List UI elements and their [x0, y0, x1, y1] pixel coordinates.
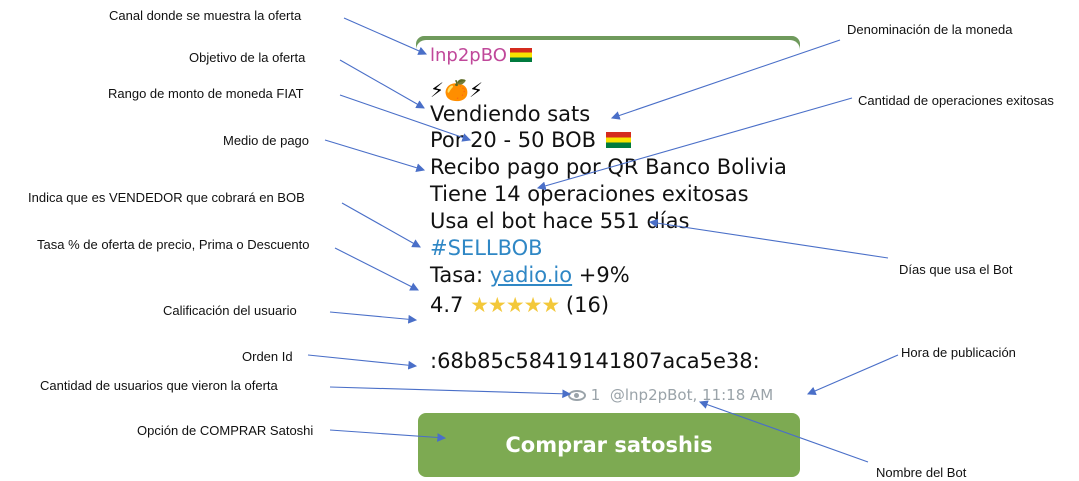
arrow-payment [324, 139, 426, 172]
offer-type: Vendiendo sats [430, 102, 591, 126]
arrow-bot [698, 400, 869, 463]
arrow-time [806, 354, 899, 395]
arrow-range [339, 94, 472, 142]
annotation-channel: Canal donde se muestra la oferta [109, 8, 302, 23]
channel-name[interactable]: lnp2pBO [430, 44, 532, 68]
annotation-views: Cantidad de usuarios que vieron la ofert… [40, 378, 278, 393]
annotation-order: Orden Id [242, 349, 293, 364]
bolivia-flag-icon [509, 48, 532, 62]
annotation-ops: Cantidad de operaciones exitosas [858, 93, 1054, 108]
bot-and-time: @lnp2pBot, 11:18 AM [609, 386, 774, 404]
bolivia-flag-icon [605, 132, 631, 148]
successful-operations: Tiene 14 operaciones exitosas [430, 182, 749, 206]
rate-link[interactable]: yadio.io [489, 263, 573, 287]
annotation-payment: Medio de pago [223, 133, 310, 148]
annotation-days: Días que usa el Bot [899, 262, 1013, 277]
star-icons: ★★★★★ [470, 293, 560, 317]
bot-usage-days: Usa el bot hace 551 días [430, 209, 690, 233]
buy-satoshis-button[interactable]: Comprar satoshis [418, 413, 800, 477]
arrow-seller [341, 202, 421, 248]
rating-value: 4.7 [430, 293, 464, 317]
rating-count: (16) [565, 293, 610, 317]
order-id: :68b85c58419141807aca5e38: [430, 349, 760, 373]
view-count: 1 [590, 386, 601, 404]
arrow-days [648, 218, 889, 259]
message-bubble [416, 40, 800, 409]
hashtag-link[interactable]: #SELLBOB [430, 236, 543, 260]
amount-text: Por 20 - 50 BOB [430, 128, 597, 152]
arrow-ops [536, 97, 853, 191]
arrow-buy [329, 429, 447, 442]
emoji-row: ⚡🍊⚡ [430, 78, 483, 102]
arrow-rate [334, 247, 419, 291]
amount-line: Por 20 - 50 BOB [430, 127, 631, 153]
message-meta: 1 @lnp2pBot, 11:18 AM [568, 386, 773, 404]
rate-line: Tasa: yadio.io +9% [430, 262, 630, 288]
arrow-channel [343, 17, 428, 55]
annotation-range: Rango de monto de moneda FIAT [108, 86, 304, 101]
payment-method: Recibo pago por QR Banco Bolivia [430, 155, 787, 179]
arrow-rating [329, 311, 418, 324]
annotation-currency: Denominación de la moneda [847, 22, 1013, 37]
arrow-currency [610, 39, 841, 120]
arrow-views [329, 386, 572, 399]
annotation-seller: Indica que es VENDEDOR que cobrará en BO… [28, 190, 305, 205]
annotation-objective: Objetivo de la oferta [189, 50, 306, 65]
rating-line: 4.7 ★★★★★ (16) [430, 292, 609, 318]
arrow-objective [339, 59, 425, 109]
rate-value: +9% [578, 263, 630, 287]
annotation-time: Hora de publicación [901, 345, 1016, 360]
annotation-bot: Nombre del Bot [876, 465, 967, 480]
annotation-rate: Tasa % de oferta de precio, Prima o Desc… [37, 237, 310, 252]
annotation-buy: Opción de COMPRAR Satoshi [137, 423, 314, 438]
arrow-order [307, 354, 418, 370]
channel-label: lnp2pBO [430, 45, 507, 66]
annotation-rating: Calificación del usuario [163, 303, 297, 318]
rate-label: Tasa: [430, 263, 484, 287]
